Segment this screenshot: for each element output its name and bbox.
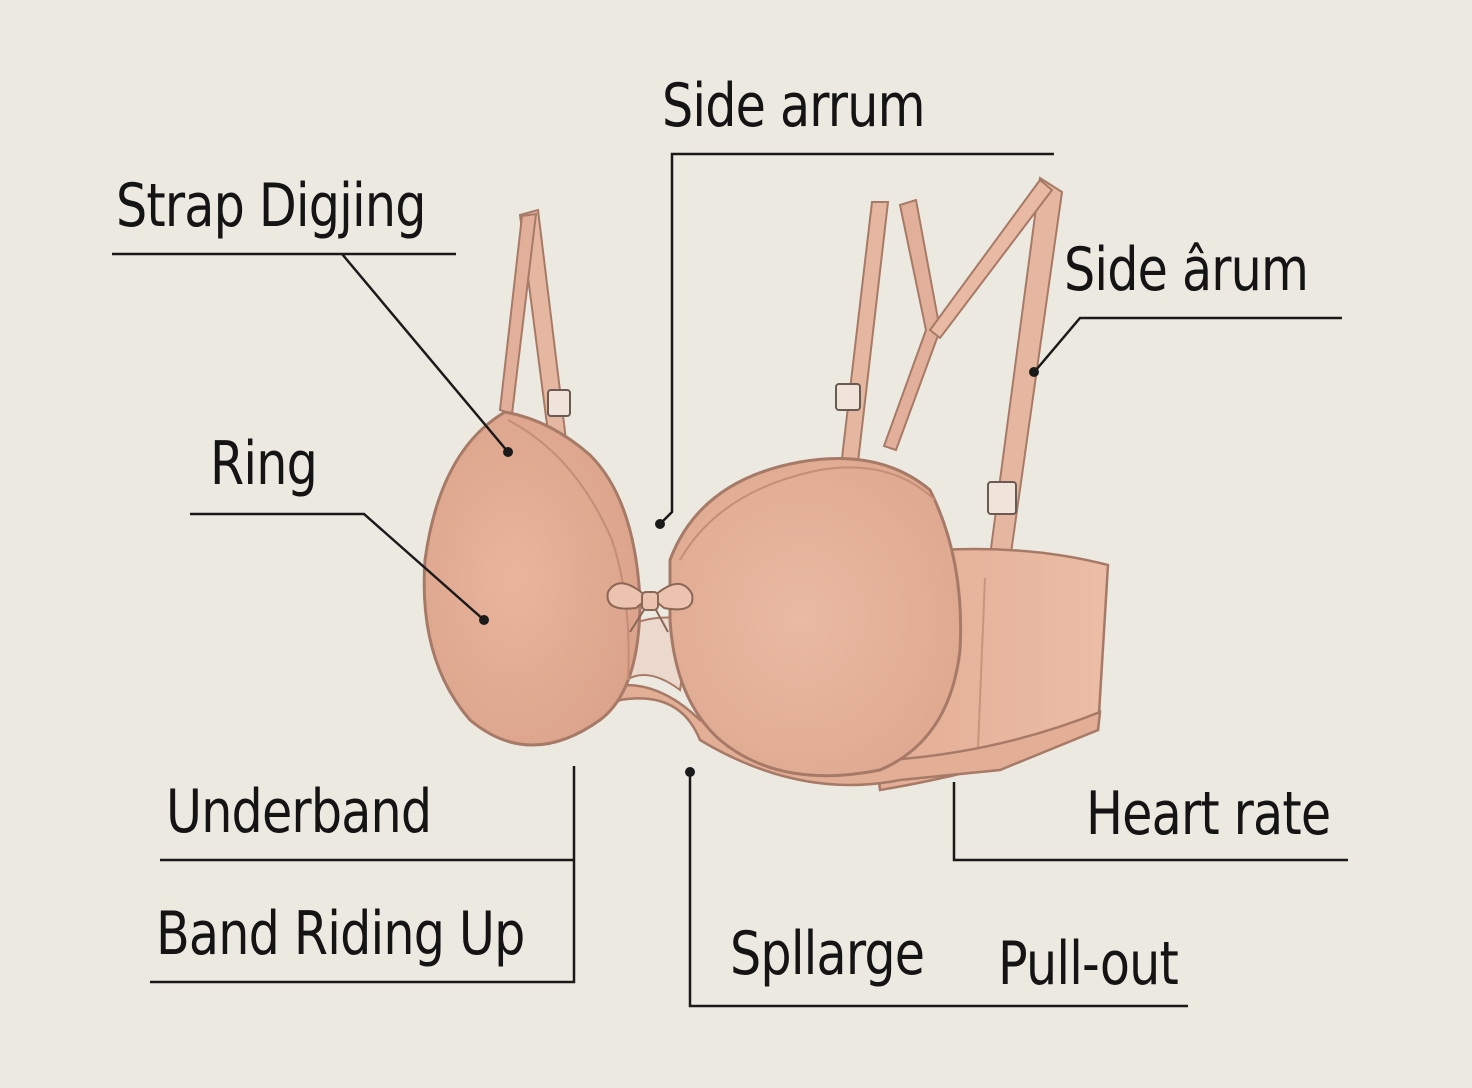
right-strap-front: [840, 201, 890, 464]
dot-side-arrum-top: [655, 519, 665, 529]
leader-lines: [112, 152, 1348, 1008]
right-cup: [668, 457, 963, 778]
label-side-arrum-top: Side arrum: [662, 71, 926, 141]
center-bow: [606, 582, 694, 633]
leader-band-riding-up: [150, 766, 576, 984]
leader-spllarge: [688, 772, 1188, 1008]
label-heart-rate: Heart rate: [1086, 779, 1331, 849]
right-strap-slider-2: [987, 481, 1017, 515]
label-band-riding-up: Band Riding Up: [156, 899, 525, 969]
bra-illustration: [422, 176, 1110, 792]
leader-ring: [190, 512, 485, 621]
right-strap-link: [928, 178, 1054, 340]
dot-strap-digging: [503, 447, 513, 457]
dot-spllarge: [685, 767, 695, 777]
label-side-arum-right: Side ârum: [1064, 235, 1309, 305]
label-spllarge: Spllarge: [730, 919, 925, 989]
leader-side-arrum-top: [659, 152, 1054, 525]
label-pull-out: Pull-out: [998, 929, 1179, 999]
pointer-dots: [479, 367, 1039, 777]
leader-strap-digging: [112, 252, 509, 453]
right-strap-slider-1: [835, 383, 861, 411]
left-strap-slider: [547, 389, 571, 417]
dot-ring: [479, 615, 489, 625]
label-ring: Ring: [210, 429, 318, 499]
left-cup: [422, 410, 642, 747]
label-strap-digging: Strap Digjing: [116, 171, 426, 241]
right-strap-cross: [882, 198, 942, 452]
left-strap-inner: [498, 212, 538, 416]
label-underband: Underband: [166, 777, 432, 847]
leader-heart-rate: [952, 782, 1348, 862]
leader-side-arum-right: [1035, 316, 1342, 371]
dot-side-arum-right: [1029, 367, 1039, 377]
